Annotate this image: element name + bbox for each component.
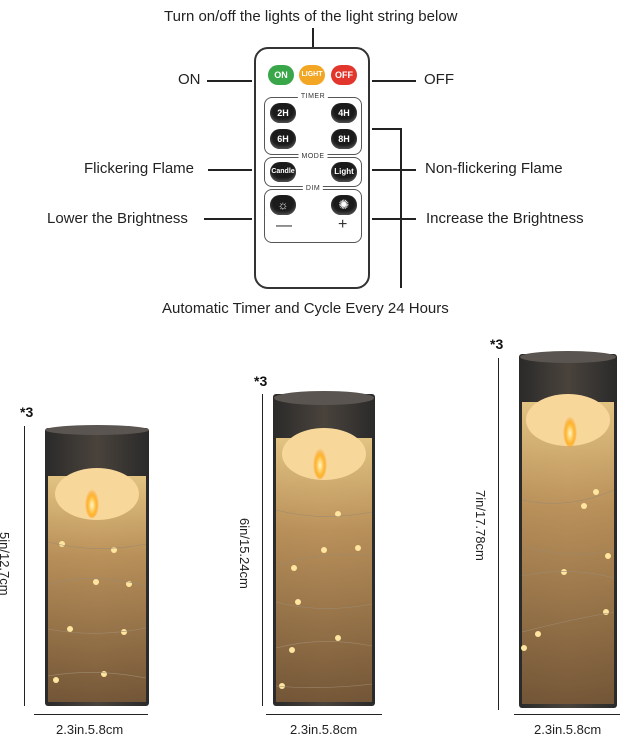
candle-3-qty: *3 xyxy=(490,336,504,352)
flicker-callout: Flickering Flame xyxy=(84,160,195,177)
off-callout: OFF xyxy=(424,71,454,88)
mode-title: MODE xyxy=(298,153,328,160)
candle-3-height: 7in/17.78cm xyxy=(473,490,488,561)
caption-connector xyxy=(312,28,314,47)
candle-1-height-line xyxy=(24,426,25,706)
sun-large-icon: ✺ xyxy=(338,197,350,212)
dim-up-button[interactable]: ✺ xyxy=(331,195,357,215)
increase-callout: Increase the Brightness xyxy=(426,210,584,227)
light-mode-button[interactable]: Light xyxy=(331,162,357,182)
non-flicker-leader xyxy=(372,169,416,171)
dim-group: DIM xyxy=(264,185,362,243)
off-leader xyxy=(372,80,416,82)
on-leader xyxy=(207,80,252,82)
dim-title: DIM xyxy=(302,185,324,192)
candle-3-width-line xyxy=(514,714,620,715)
timer-2h-button[interactable]: 2H xyxy=(270,103,296,123)
remote-control: ON LIGHT OFF TIMER 2H 4H 6H 8H MODE Cand… xyxy=(254,47,370,289)
timer-6h-button[interactable]: 6H xyxy=(270,129,296,149)
bottom-caption: Automatic Timer and Cycle Every 24 Hours xyxy=(162,300,449,317)
non-flicker-callout: Non-flickering Flame xyxy=(425,160,563,177)
on-callout: ON xyxy=(178,71,201,88)
timer-leader xyxy=(372,128,402,130)
dim-down-button[interactable]: ☼ xyxy=(270,195,296,215)
candle-2-width: 2.3in.5.8cm xyxy=(290,722,358,737)
light-button[interactable]: LIGHT xyxy=(299,65,325,85)
timer-8h-button[interactable]: 8H xyxy=(331,129,357,149)
candle-3 xyxy=(519,351,617,708)
candle-1-width: 2.3in.5.8cm xyxy=(56,722,124,737)
candle-1-qty: *3 xyxy=(20,404,34,420)
plus-sign: + xyxy=(338,216,348,233)
candle-3-height-line xyxy=(498,358,499,710)
top-caption: Turn on/off the lights of the light stri… xyxy=(164,8,458,25)
flicker-leader xyxy=(208,169,252,171)
off-button[interactable]: OFF xyxy=(331,65,357,85)
minus-sign: — xyxy=(276,217,292,234)
candle-2-height-line xyxy=(262,394,263,706)
candle-2-width-line xyxy=(266,714,382,715)
lower-callout: Lower the Brightness xyxy=(47,210,188,227)
increase-leader xyxy=(372,218,416,220)
candle-2-height: 6in/15.24cm xyxy=(237,518,252,589)
candle-2-qty: *3 xyxy=(254,373,268,389)
candle-1-height: 5in/12.7cm xyxy=(0,532,12,596)
timer-drop xyxy=(400,128,402,288)
on-button[interactable]: ON xyxy=(268,65,294,85)
timer-title: TIMER xyxy=(297,93,329,100)
candle-3-width: 2.3in.5.8cm xyxy=(534,722,602,737)
candle-1 xyxy=(45,425,149,706)
candle-1-width-line xyxy=(34,714,148,715)
candle-mode-button[interactable]: Candle xyxy=(270,162,296,182)
timer-4h-button[interactable]: 4H xyxy=(331,103,357,123)
sun-small-icon: ☼ xyxy=(277,198,289,212)
lower-leader xyxy=(204,218,252,220)
candle-2 xyxy=(273,391,375,706)
